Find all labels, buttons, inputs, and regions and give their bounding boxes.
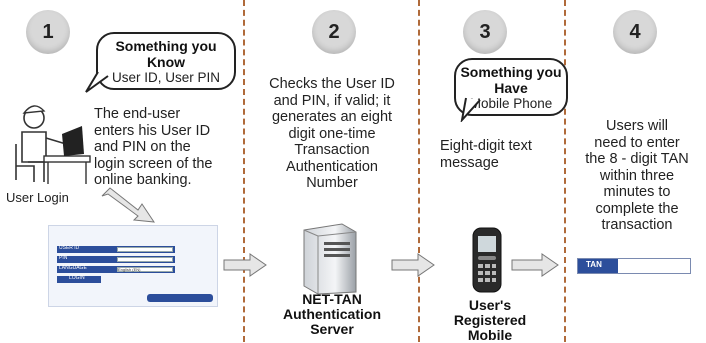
mobile-label-line: Registered <box>453 312 527 328</box>
login-row-pin: PIN <box>57 255 175 263</box>
login-button: LOGIN <box>57 275 101 283</box>
know-bubble: Something you Know User ID, User PIN <box>96 32 236 90</box>
step-number-4: 4 <box>613 10 657 54</box>
login-button-label: LOGIN <box>69 275 85 281</box>
tan-field-image: TAN <box>577 258 691 274</box>
login-row-label: LANGUAGE <box>59 265 87 271</box>
arrow-right-icon <box>391 253 435 277</box>
login-screen-image: USER ID PIN LANGUAGE English (EN) LOGIN <box>48 225 218 307</box>
have-title-line1: Something you <box>460 64 562 80</box>
step-number-1: 1 <box>26 10 70 54</box>
step2-line: and PIN, if valid; it <box>273 92 391 109</box>
server-label-line: Server <box>310 321 354 337</box>
user-login-label: User Login <box>6 190 69 205</box>
arrow-right-icon <box>223 253 267 277</box>
login-footer-badge <box>147 294 213 302</box>
mobile-label: User's Registered Mobile <box>428 298 552 343</box>
login-row-language: LANGUAGE English (EN) <box>57 265 175 273</box>
step-number-3: 3 <box>463 10 507 54</box>
step4-line: transaction <box>601 217 673 233</box>
step3-line: message <box>440 154 499 171</box>
step-number-2: 2 <box>312 10 356 54</box>
tan-label: TAN <box>586 260 602 269</box>
divider-1 <box>243 0 245 342</box>
know-bubble-tail <box>85 71 109 93</box>
divider-3 <box>564 0 566 342</box>
step1-line: The end-user <box>94 106 181 122</box>
login-row-label: PIN <box>59 255 68 261</box>
step1-line: online banking. <box>94 172 192 188</box>
step4-line: complete the <box>595 200 679 217</box>
step3-description: Eight-digit text message <box>440 138 564 171</box>
mobile-label-line: Mobile <box>467 327 513 343</box>
step1-line: enters his User ID <box>94 122 211 139</box>
have-bubble-tail <box>460 97 481 122</box>
server-label-line: Authentication <box>283 306 381 322</box>
step2-line: Number <box>306 175 358 191</box>
divider-2 <box>418 0 420 342</box>
server-label-line: NET-TAN <box>302 291 362 307</box>
step4-description: Users will need to enter the 8 - digit T… <box>568 118 706 234</box>
mobile-phone-icon <box>472 227 502 293</box>
login-row-label: USER ID <box>59 245 80 251</box>
step2-line: Checks the User ID <box>269 76 395 92</box>
server-icon <box>303 223 357 295</box>
step2-line: digit one-time <box>288 125 376 142</box>
know-sub: User ID, User PIN <box>111 70 220 85</box>
know-title-line1: Something you <box>115 38 217 54</box>
step4-line: minutes to <box>603 184 671 200</box>
step1-line: login screen of the <box>94 155 213 172</box>
login-row-userid: USER ID <box>57 245 175 253</box>
have-sub: Mobile Phone <box>469 96 553 111</box>
step3-line: Eight-digit text <box>440 138 532 154</box>
step4-line: Users will <box>605 118 669 134</box>
server-label: NET-TAN Authentication Server <box>262 292 402 337</box>
step4-line: within three <box>599 167 675 184</box>
diagonal-arrow-icon <box>101 187 156 223</box>
mobile-label-line: User's <box>468 297 512 313</box>
know-title-line2: Know <box>146 54 186 70</box>
step2-line: generates an eight <box>271 109 393 125</box>
user-at-computer-icon <box>15 105 91 184</box>
login-language-value: English (EN) <box>117 267 173 272</box>
step1-line: and PIN on the <box>94 139 191 155</box>
tan-label-box: TAN <box>578 259 618 273</box>
step2-line: Authentication <box>286 158 378 175</box>
step4-line: the 8 - digit TAN <box>585 151 689 167</box>
have-bubble: Something you Have Mobile Phone <box>454 58 568 116</box>
step4-line: need to enter <box>594 134 680 151</box>
have-title-line2: Have <box>494 80 528 96</box>
step2-description: Checks the User ID and PIN, if valid; it… <box>252 76 412 192</box>
step1-description: The end-user enters his User ID and PIN … <box>94 106 244 189</box>
arrow-right-icon <box>511 253 559 277</box>
step2-line: Transaction <box>294 142 370 158</box>
